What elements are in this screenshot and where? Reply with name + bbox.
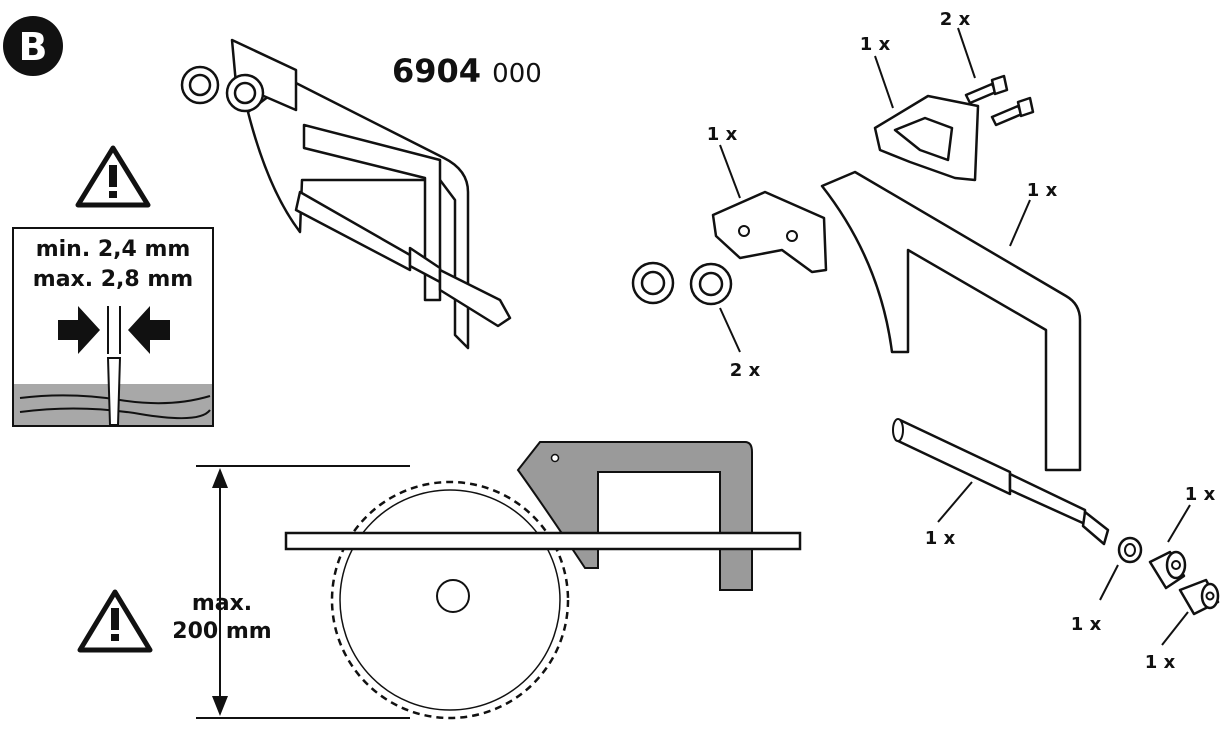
section-letter: B (19, 25, 48, 69)
sleeve-b (1161, 578, 1220, 646)
qty-sleeve-a: 1 x (1185, 484, 1216, 505)
assembled-guard (180, 38, 512, 350)
qty-spacer-ring: 1 x (1071, 614, 1102, 635)
max-thickness: max. 2,8 mm (33, 267, 193, 292)
min-thickness: min. 2,4 mm (36, 237, 191, 262)
qty-guard-plate: 1 x (1027, 180, 1058, 201)
height-limit-line1: max. (192, 591, 252, 616)
sleeve-a (1148, 504, 1191, 590)
warning-icon (75, 145, 151, 208)
saw-table (284, 531, 802, 551)
bolts (957, 27, 1035, 127)
angle-bracket (711, 144, 828, 274)
thickness-spec-box: min. 2,4 mm max. 2,8 mm (12, 227, 214, 427)
qty-bushings: 2 x (730, 360, 761, 381)
grey-riving-knife (516, 441, 753, 591)
height-limit-line2: 200 mm (172, 619, 271, 644)
shaft (892, 418, 1110, 546)
qty-sleeve-b: 1 x (1145, 652, 1176, 673)
height-warning-icon (77, 589, 153, 653)
qty-riving-knife-bracket: 1 x (860, 34, 891, 55)
part-number-suffix: 000 (492, 59, 542, 89)
bushings (631, 261, 741, 353)
guard-plate (820, 170, 1082, 472)
part-number: 6904 000 (392, 52, 542, 90)
saw-blade-illustration (196, 441, 802, 720)
qty-shaft: 1 x (925, 528, 956, 549)
spacer-ring (1099, 536, 1143, 601)
part-number-main: 6904 (392, 52, 481, 90)
section-badge: B (3, 16, 63, 76)
riving-knife-bracket (873, 55, 980, 182)
qty-angle-bracket: 1 x (707, 124, 738, 145)
qty-bolts: 2 x (940, 9, 971, 30)
